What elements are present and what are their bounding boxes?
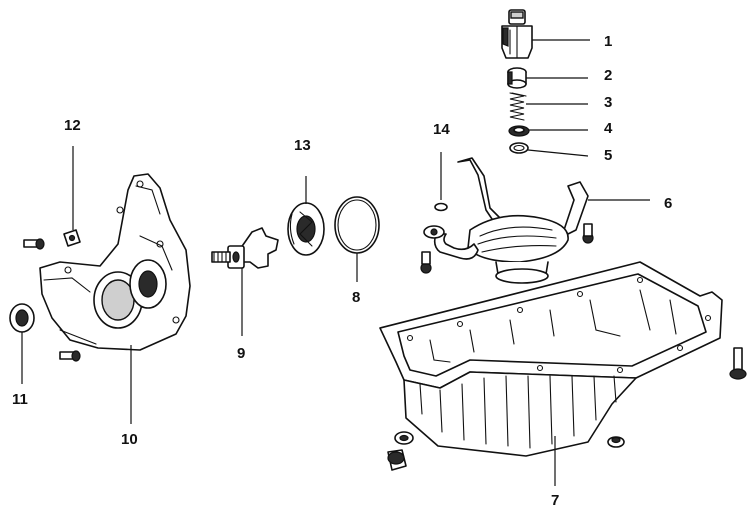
part-1-relief-valve-plug — [501, 9, 533, 59]
part-7-oil-pan — [379, 261, 723, 457]
callout-12: 12 — [64, 117, 81, 134]
callout-labels: 1 2 3 4 5 6 7 8 9 10 11 12 13 14 — [12, 33, 672, 509]
callout-6: 6 — [664, 195, 672, 212]
pan-plug-small — [607, 436, 625, 448]
pan-bolt-right — [729, 347, 747, 380]
part-5-snap-ring — [509, 142, 529, 154]
callout-7: 7 — [551, 492, 559, 509]
part-10-oil-pump-body — [39, 173, 191, 351]
pump-bolt-upper — [23, 238, 45, 250]
callout-8: 8 — [352, 289, 360, 306]
drain-plug — [387, 431, 414, 471]
callout-11: 11 — [12, 391, 28, 408]
callout-2: 2 — [604, 67, 612, 84]
callout-4: 4 — [604, 120, 613, 137]
callout-10: 10 — [121, 431, 138, 448]
callout-14: 14 — [433, 121, 450, 138]
part-6-oil-strainer — [420, 157, 594, 284]
callout-13: 13 — [294, 137, 311, 154]
callout-5: 5 — [604, 147, 612, 164]
part-8-o-ring — [334, 196, 380, 254]
bracket-bolt-right — [582, 223, 594, 244]
callout-3: 3 — [604, 94, 612, 111]
part-13-driven-rotor — [287, 202, 325, 256]
part-12-bracket — [63, 229, 81, 247]
bracket-bolt-left — [420, 251, 432, 274]
part-14-gasket — [434, 202, 448, 212]
part-2-relief-valve — [507, 67, 527, 89]
part-9-drive-rotor — [211, 227, 279, 269]
callout-9: 9 — [237, 345, 245, 362]
pump-bolt-lower — [59, 350, 81, 362]
callout-1: 1 — [604, 33, 612, 50]
part-11-oil-seal — [9, 303, 35, 333]
part-4-retainer — [508, 125, 530, 137]
part-3-spring — [509, 92, 527, 121]
